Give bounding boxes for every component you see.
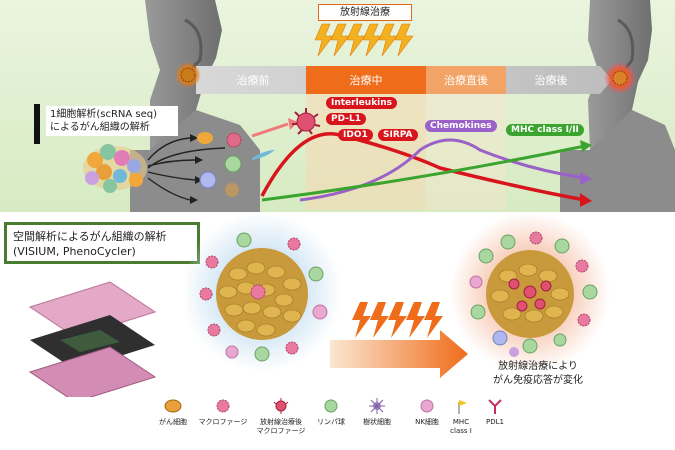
treatment-arrow <box>330 330 468 378</box>
interleukin-curve <box>260 132 586 202</box>
phase-during: 治療中 <box>306 66 426 94</box>
spatial-label-line2: (VISIUM, PhenoCycler) <box>13 245 136 258</box>
phase-after: 治療後 <box>534 74 568 87</box>
sorted-cancer-cell <box>197 132 213 144</box>
legend-macrophage: マクロファージ <box>190 398 256 427</box>
right-immune-cells <box>469 231 598 357</box>
scrna-label: 1細胞解析(scRNA seq) によるがん組織の解析 <box>46 106 178 136</box>
sorted-lymphocyte <box>224 155 242 173</box>
treatment-title: 放射線治療 <box>318 4 412 21</box>
scrna-label-line2: によるがん組織の解析 <box>50 122 150 133</box>
mhc-class-i-icon <box>458 400 467 414</box>
mhc-badge: MHC class I/II <box>506 124 584 136</box>
legend-mhc-class-i: MHC class I <box>428 398 494 436</box>
legend-label: がん細胞 <box>159 418 187 426</box>
legend-label: NK細胞 <box>415 418 439 426</box>
spatial-label-box: 空間解析によるがん組織の解析 (VISIUM, PhenoCycler) <box>4 222 200 264</box>
tissue-slide-stack <box>28 281 157 397</box>
scrna-label-line1: 1細胞解析(scRNA seq) <box>50 109 158 120</box>
top-illustration <box>34 0 675 212</box>
legend-pdl1: PDL1 <box>462 398 528 427</box>
ido1-badge: IDO1 <box>338 129 373 141</box>
irradiated-macrophage-top <box>292 108 321 135</box>
legend-label: 放射線治療後 マクロファージ <box>256 418 306 435</box>
legend-lymphocyte: リンパ球 <box>298 398 364 427</box>
result-text: 放射線治療により がん免疫応答が変化 <box>478 360 598 388</box>
spatial-label-line1: 空間解析によるがん組織の解析 <box>13 230 167 243</box>
chemokines-badge: Chemokines <box>425 120 497 132</box>
sirpa-badge: SIRPA <box>378 129 418 141</box>
legend-label: 樹状細胞 <box>363 418 391 426</box>
sorted-macrophage <box>226 132 242 148</box>
legend-label: PDL1 <box>486 418 504 426</box>
bottom-illustration <box>28 212 610 397</box>
legend-irradiated-macrophage: 放射線治療後 マクロファージ <box>248 398 314 436</box>
irradiated-macrophage-icon <box>273 398 289 414</box>
left-immune-cells <box>199 232 328 362</box>
lymphocyte-icon <box>324 399 338 413</box>
mhc-curve <box>261 144 586 202</box>
legend-nk-cell: NK細胞 <box>394 398 460 427</box>
legend-label: リンパ球 <box>317 418 345 426</box>
pdl1-icon <box>488 399 502 414</box>
tumor-after-treatment <box>486 250 574 338</box>
sorted-nk-cell <box>199 171 217 189</box>
scrna-cell-cluster <box>83 144 147 193</box>
legend-cancer-cell: がん細胞 <box>140 398 206 427</box>
legend-label: マクロファージ <box>198 418 248 426</box>
bottom-radiation-bolts <box>352 302 443 338</box>
interleukins-badge: Interleukins <box>326 97 398 109</box>
legend-label: MHC class I <box>450 418 472 435</box>
result-line1: 放射線治療により <box>498 361 578 372</box>
phase-immediately-after: 治療直後 <box>426 66 506 94</box>
dendritic-cell-icon <box>369 398 385 414</box>
radiation-bolts <box>314 23 414 57</box>
phase-before: 治療前 <box>236 74 270 87</box>
nk-cell-icon <box>420 399 434 413</box>
tumor-before-treatment <box>216 248 308 340</box>
pdl1-badge: PD-L1 <box>326 113 366 125</box>
result-line2: がん免疫応答が変化 <box>493 375 583 386</box>
macrophage-icon <box>216 399 230 413</box>
sorted-fibroblast <box>252 150 275 160</box>
cancer-cell-icon <box>164 399 182 413</box>
patient-after-silhouette <box>560 0 675 212</box>
legend-dendritic-cell: 樹状細胞 <box>344 398 410 427</box>
fan-arrows <box>147 137 226 201</box>
